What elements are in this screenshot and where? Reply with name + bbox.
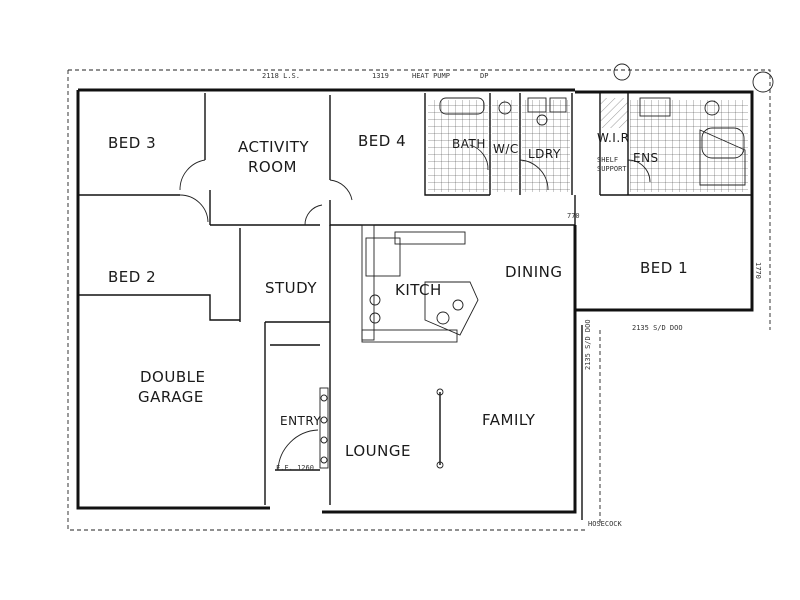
wet-areas [428,98,748,192]
room-bed2: BED 2 [108,268,156,286]
room-labels: BED 3 ACTIVITY ROOM BED 4 BATH W/C LDRY … [108,131,688,460]
room-wir: W.I.R [597,131,630,145]
dim-right-2: 2135 S/D DOO [584,319,592,370]
dim-right: 1770 [754,262,762,279]
dim-bed1-wall: 2135 S/D DOO [632,324,683,332]
room-activity-line2: ROOM [248,158,297,176]
dim-top-1: 2118 L.S. [262,72,300,80]
room-bed1: BED 1 [640,259,688,277]
dim-hall: 770 [567,212,580,220]
room-bed4: BED 4 [358,132,406,150]
dim-entry: F.F. 1260 [276,464,314,472]
room-activity-line1: ACTIVITY [238,138,309,156]
site-boundary [67,69,771,531]
door-swings [179,144,651,471]
room-study: STUDY [265,279,317,297]
room-bed3: BED 3 [108,134,156,152]
room-ldry: LDRY [528,147,561,161]
room-kitch: KITCH [395,281,442,299]
room-dining: DINING [505,263,562,281]
room-wc: W/C [493,142,519,156]
room-entry: ENTRY [280,414,321,428]
room-shelf-line2: SUPPORT [597,165,627,173]
room-ens: ENS [633,151,659,165]
exterior-walls [76,88,754,520]
dim-top-3: HEAT PUMP [412,72,450,80]
dimension-notes: 2118 L.S. 1319 HEAT PUMP DP 770 2135 S/D… [262,72,762,528]
room-family: FAMILY [482,411,536,429]
dim-hosecock: HOSECOCK [588,520,623,528]
room-garage-line2: GARAGE [138,388,204,406]
room-lounge: LOUNGE [345,442,411,460]
dim-top-2: 1319 [372,72,389,80]
room-shelf-line1: SHELF [597,156,618,164]
room-garage-line1: DOUBLE [140,368,205,386]
room-bath: BATH [452,137,486,151]
dim-top-4: DP [480,72,488,80]
fixtures [319,63,774,469]
